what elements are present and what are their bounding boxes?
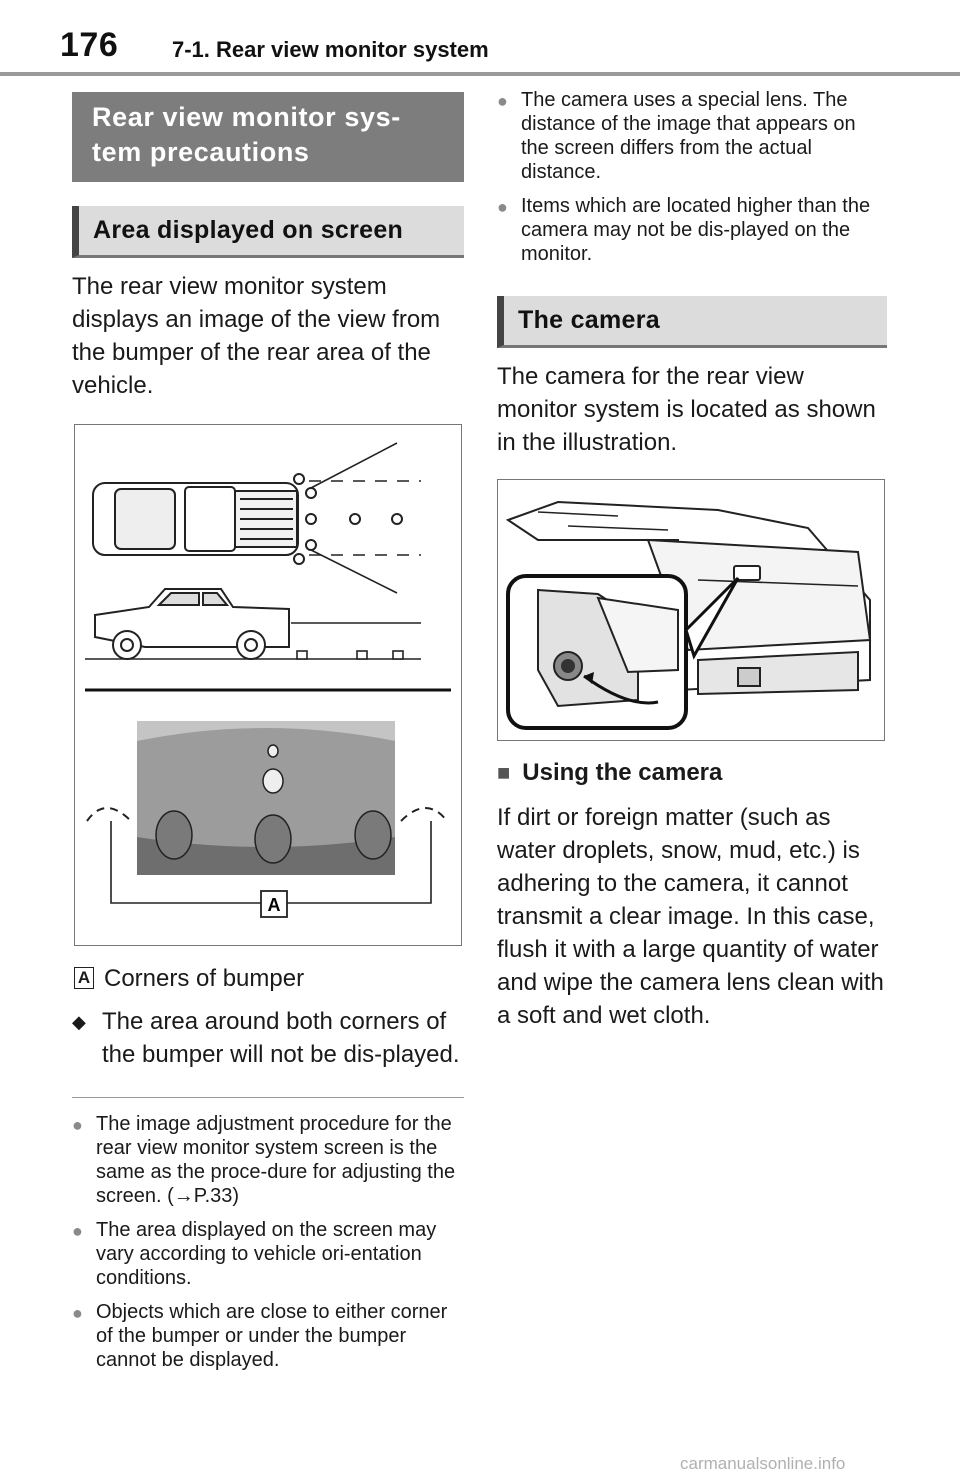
truck-side-view — [94, 588, 290, 660]
legend-text: Corners of bumper — [104, 965, 305, 992]
camera-callout — [506, 574, 740, 730]
right-column: ● The camera uses a special lens. The di… — [497, 88, 887, 1032]
left-notes: ● The image adjustment procedure for the… — [72, 1112, 464, 1372]
note-text: The camera uses a special lens. The dist… — [521, 89, 856, 183]
area-bullet: ◆ The area around both corners of the bu… — [72, 1005, 464, 1071]
note-text: The image adjustment procedure for the r… — [96, 1113, 456, 1207]
main-heading: Rear view monitor sys- tem precautions — [72, 92, 464, 182]
camera-text: The camera for the rear view monitor sys… — [497, 363, 876, 456]
truck-top-view — [92, 482, 299, 556]
notes-separator — [72, 1097, 464, 1098]
legend: A Corners of bumper — [72, 962, 464, 995]
sub-heading-area: Area displayed on screen — [72, 206, 464, 258]
header-rule — [0, 72, 960, 76]
area-bullet-text: The area around both corners of the bump… — [102, 1008, 460, 1068]
using-camera-heading: ■ Using the camera — [497, 759, 887, 787]
legend-label: A — [74, 967, 94, 989]
bullet-icon: ● — [72, 1303, 83, 1323]
using-camera-title: Using the camera — [522, 759, 723, 786]
square-bullet-icon: ■ — [497, 760, 511, 785]
intro-text: The rear view monitor system displays an… — [72, 273, 441, 399]
bullet-icon: ● — [497, 197, 508, 217]
watermark: carmanualsonline.info — [680, 1454, 846, 1473]
sub-heading-camera: The camera — [497, 296, 887, 348]
using-camera-text: If dirt or foreign matter (such as water… — [497, 804, 884, 1029]
figure-label-a: A — [268, 895, 281, 915]
bullet-icon: ● — [72, 1221, 83, 1241]
bullet-icon: ● — [72, 1115, 83, 1135]
monitor-image — [137, 721, 395, 875]
note-text: The area displayed on the screen may var… — [96, 1219, 437, 1289]
note-text: Items which are located higher than the … — [521, 195, 871, 265]
note-item: ● Items which are located higher than th… — [497, 194, 887, 266]
camera-location-illustration — [505, 500, 872, 730]
page-number: 176 — [60, 26, 119, 64]
area-figure: A — [74, 424, 462, 946]
page-header: 176 7-1. Rear view monitor system — [0, 0, 960, 78]
note-item: ● Objects which are close to either corn… — [72, 1300, 464, 1372]
vehicle-area-illustration: A — [85, 442, 451, 918]
diamond-bullet-icon: ◆ — [72, 1012, 86, 1032]
note-text: Objects which are close to either corner… — [96, 1301, 448, 1371]
bullet-icon: ● — [497, 91, 508, 111]
note-item: ● The camera uses a special lens. The di… — [497, 88, 887, 184]
note-item: ● The image adjustment procedure for the… — [72, 1112, 464, 1208]
section-title: 7-1. Rear view monitor system — [172, 37, 489, 62]
left-column: Rear view monitor sys- tem precautions A… — [72, 92, 464, 1382]
camera-figure — [497, 479, 885, 741]
note-item: ● The area displayed on the screen may v… — [72, 1218, 464, 1290]
